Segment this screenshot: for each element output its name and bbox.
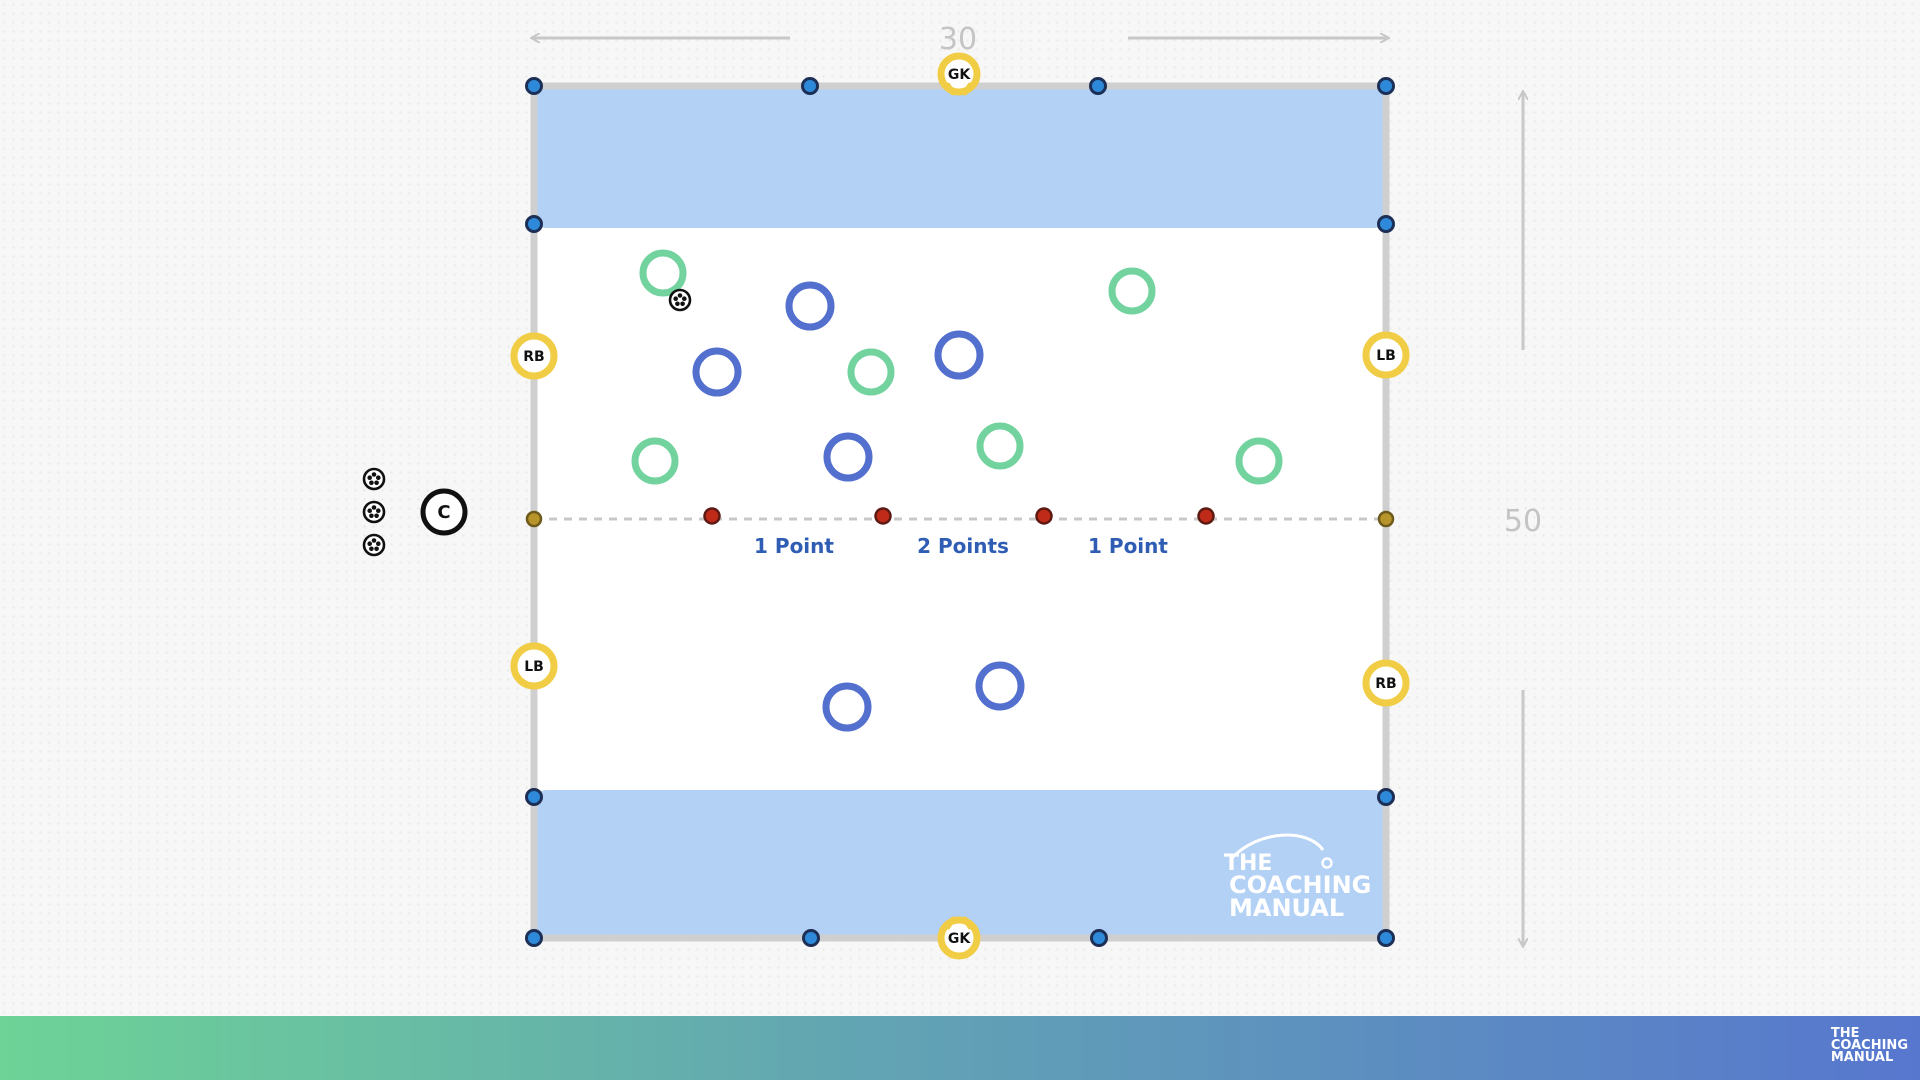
zone-label-right: 1 Point xyxy=(1088,534,1168,558)
wide-player-left-upper: RB xyxy=(510,332,558,380)
goalkeeper-bottom: GK xyxy=(937,916,981,960)
halfway-cone xyxy=(525,510,543,528)
wide-player-label: RB xyxy=(1375,676,1396,692)
green-player xyxy=(1235,437,1283,485)
goalkeeper-label: GK xyxy=(948,67,971,83)
blue-player xyxy=(934,330,984,380)
soccer-ball-icon xyxy=(362,467,386,491)
halfway-end-cones xyxy=(525,510,1395,528)
zone-label-center: 2 Points xyxy=(917,534,1009,558)
blue-player xyxy=(785,281,835,331)
length-label: 50 xyxy=(1504,504,1542,539)
boundary-cone xyxy=(1377,215,1395,233)
green-player xyxy=(631,437,679,485)
wide-player-label: LB xyxy=(524,659,544,675)
blue-player xyxy=(692,347,742,397)
blue-player xyxy=(822,682,872,732)
goalkeeper-top: GK xyxy=(937,52,981,96)
soccer-ball-icon xyxy=(362,500,386,524)
soccer-ball-icon xyxy=(362,533,386,557)
coach-label: C xyxy=(437,502,450,523)
boundary-cone xyxy=(1089,77,1107,95)
coach-ring xyxy=(420,488,468,536)
boundary-cone xyxy=(1377,788,1395,806)
gate-cone xyxy=(874,507,892,525)
footer-gradient-bar: THE COACHING MANUAL xyxy=(0,1016,1920,1080)
gate-cone xyxy=(1035,507,1053,525)
footer-logo: THE COACHING MANUAL xyxy=(1830,1026,1908,1065)
blue-team xyxy=(692,281,1025,732)
goalkeeper-ring xyxy=(937,916,981,960)
blue-player xyxy=(975,661,1025,711)
goalkeeper-gloves-icon xyxy=(945,916,973,930)
wide-player-label: LB xyxy=(1376,348,1396,364)
logo-ball xyxy=(1321,857,1333,869)
boundary-cone xyxy=(525,788,543,806)
goalkeeper-ring xyxy=(937,52,981,96)
boundary-cone xyxy=(525,215,543,233)
green-player xyxy=(847,348,895,396)
boundary-cone xyxy=(525,77,543,95)
gate-cone xyxy=(703,507,721,525)
green-player xyxy=(976,422,1024,470)
wide-player-ring xyxy=(510,642,558,690)
width-dimension: 30 xyxy=(532,22,1388,57)
footer-logo-line-1: THE xyxy=(1830,1026,1860,1041)
coach-marker: C xyxy=(420,488,468,536)
boundary-cone xyxy=(1377,77,1395,95)
boundary-cones xyxy=(525,77,1395,947)
boundary-cone xyxy=(801,77,819,95)
wide-player-left-lower: LB xyxy=(510,642,558,690)
bottom-end-zone xyxy=(536,790,1384,936)
goalkeeper-label: GK xyxy=(948,931,971,947)
halfway-cone xyxy=(1377,510,1395,528)
wide-player-right-lower: RB xyxy=(1362,659,1410,707)
footer-logo-line-2: COACHING xyxy=(1830,1038,1908,1053)
length-dimension: 50 xyxy=(1504,92,1542,946)
goalkeeper-gloves-icon xyxy=(945,82,973,96)
zone-label-left: 1 Point xyxy=(754,534,834,558)
logo-line-3: MANUAL xyxy=(1229,894,1344,922)
wide-player-ring xyxy=(510,332,558,380)
green-player xyxy=(1108,267,1156,315)
wide-player-ring xyxy=(1362,659,1410,707)
logo-swoosh xyxy=(1230,833,1325,860)
boundary-cone xyxy=(525,929,543,947)
wide-player-ring xyxy=(1362,331,1410,379)
boundary-cone xyxy=(1090,929,1108,947)
top-end-zone xyxy=(536,86,1384,228)
logo-line-2: COACHING xyxy=(1229,871,1371,899)
boundary-cone xyxy=(1377,929,1395,947)
wide-player-right-upper: LB xyxy=(1362,331,1410,379)
coaching-manual-logo: THE COACHING MANUAL xyxy=(1224,833,1371,922)
logo-line-1: THE xyxy=(1224,851,1272,876)
wide-player-label: RB xyxy=(523,349,544,365)
green-player xyxy=(639,249,687,297)
width-label: 30 xyxy=(939,22,977,57)
gate-cone xyxy=(1197,507,1215,525)
footer-logo-line-3: MANUAL xyxy=(1830,1050,1894,1065)
soccer-ball-icon xyxy=(668,288,692,312)
gate-cones xyxy=(703,507,1215,525)
green-team xyxy=(631,249,1283,485)
blue-player xyxy=(823,432,873,482)
boundary-cone xyxy=(802,929,820,947)
